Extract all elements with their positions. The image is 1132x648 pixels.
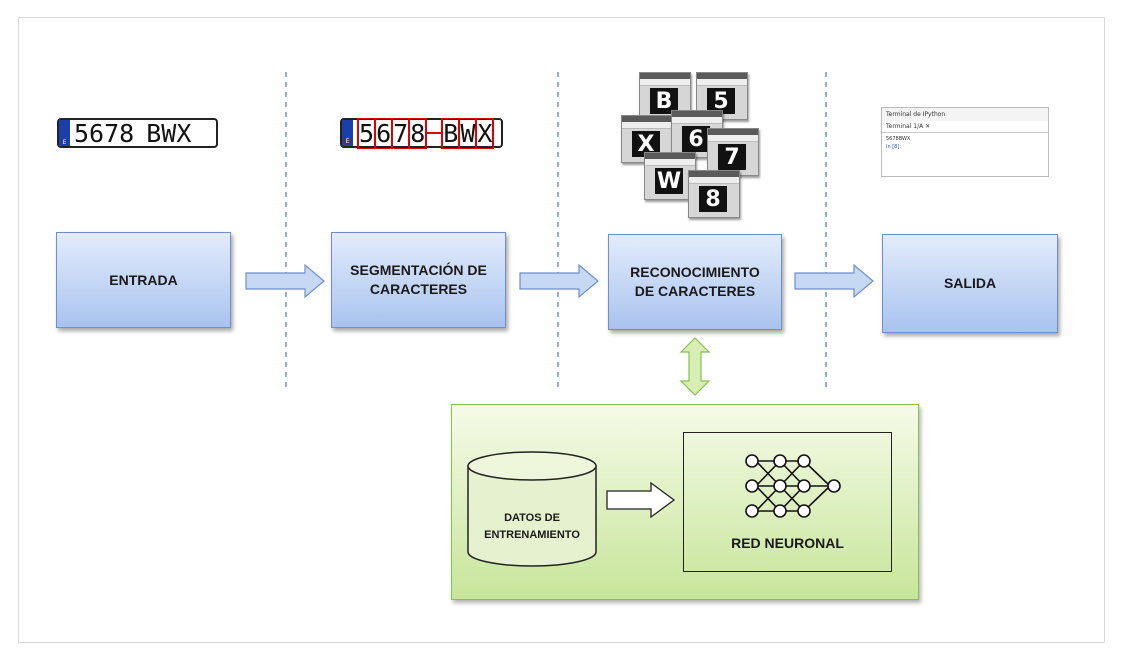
- arrow-entrada-segmentacion: [245, 263, 325, 299]
- plate-number: 5678: [74, 118, 135, 148]
- red-neuronal-label: RED NEURONAL: [731, 535, 844, 551]
- segmented-char: 6: [375, 117, 393, 149]
- stage-reconocimiento-line1: RECONOCIMIENTO: [630, 264, 760, 281]
- segmented-char: W: [459, 117, 477, 149]
- terminal-title: Terminal de IPython: [882, 108, 1048, 121]
- segmented-char: B: [442, 117, 460, 149]
- char-8: 8: [699, 186, 727, 212]
- arrow-segmentacion-reconocimiento: [519, 263, 599, 299]
- terminal-tab: Terminal 1/A ✕: [882, 121, 1048, 133]
- terminal-prompt: In [8]:: [886, 144, 901, 150]
- datos-line1: DATOS DE: [504, 512, 560, 524]
- database-cylinder: [467, 466, 597, 567]
- segmented-license-plate: E 5678 BWX: [340, 117, 503, 149]
- stage-reconocimiento-line2: DE CARACTERES: [634, 283, 756, 299]
- neural-network-box: [683, 432, 892, 572]
- stage-salida: SALIDA: [882, 234, 1058, 333]
- eu-band: E: [342, 120, 353, 146]
- stage-segmentacion: SEGMENTACIÓN DE CARACTERES: [331, 232, 506, 328]
- segmented-char: 7: [392, 117, 410, 149]
- char-window-7: 7: [707, 128, 759, 176]
- stage-entrada: ENTRADA: [56, 232, 231, 328]
- arrow-reconocimiento-salida: [794, 263, 874, 299]
- char-w: W: [655, 168, 683, 194]
- terminal-tab-label: Terminal 1/A: [886, 123, 924, 130]
- char-window-8: 8: [688, 170, 740, 218]
- arrow-datos-red: [606, 481, 676, 519]
- python-terminal: Terminal de IPython Terminal 1/A ✕ 5678B…: [881, 107, 1049, 177]
- plate-letters-segmented: BWX: [441, 117, 495, 149]
- char-window-w: W: [644, 152, 696, 200]
- segmented-char: X: [476, 117, 494, 149]
- char-7: 7: [718, 144, 746, 170]
- plate-number-segmented: 5678: [357, 117, 428, 149]
- char-b: B: [650, 88, 678, 114]
- stage-salida-label: SALIDA: [943, 275, 997, 292]
- char-5: 5: [707, 88, 735, 114]
- stage-segmentacion-line1: SEGMENTACIÓN DE: [350, 262, 487, 279]
- stage-reconocimiento: RECONOCIMIENTO DE CARACTERES: [608, 234, 782, 330]
- input-license-plate: E 5678 BWX: [57, 118, 218, 148]
- datos-entrenamiento-label: DATOS DE ENTRENAMIENTO: [468, 510, 596, 543]
- stage-entrada-label: ENTRADA: [109, 271, 178, 288]
- database-cylinder-top: [467, 451, 597, 481]
- datos-line2: ENTRENAMIENTO: [484, 528, 580, 541]
- arrow-bidirectional: [679, 337, 711, 396]
- char-6: 6: [682, 126, 710, 152]
- segmented-char: 8: [409, 117, 427, 149]
- terminal-output: 5678BWX: [886, 136, 911, 142]
- stage-segmentacion-line2: CARACTERES: [369, 281, 468, 297]
- neural-network-icon: [745, 454, 841, 518]
- eu-band: E: [59, 120, 70, 146]
- segmented-char: 5: [358, 117, 376, 149]
- plate-letters: BWX: [146, 118, 192, 148]
